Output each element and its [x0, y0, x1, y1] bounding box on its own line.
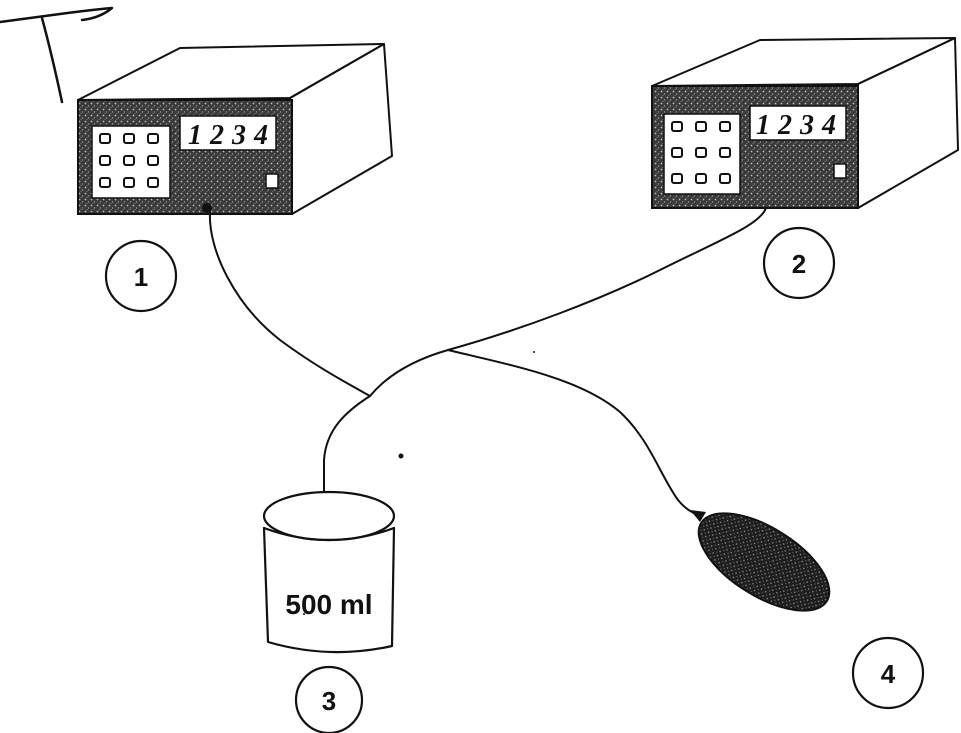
device-2-top-face	[652, 38, 955, 86]
callout-2-label: 2	[792, 249, 806, 279]
callout-4: 4	[853, 638, 923, 708]
container: 500 ml	[264, 492, 394, 652]
callout-3-label: 3	[322, 686, 336, 716]
tube-probe	[448, 350, 702, 516]
probe	[683, 494, 845, 630]
tubing	[210, 208, 766, 615]
device-2-digit: 2	[777, 110, 792, 141]
callout-1-label: 1	[134, 262, 148, 292]
device-1-digit: 3	[231, 120, 246, 151]
tube-device-2	[448, 208, 766, 350]
tube-container	[324, 396, 370, 494]
callout-1: 1	[106, 241, 176, 311]
device-1-digit: 2	[209, 120, 224, 151]
device-1-top-face	[78, 44, 384, 100]
tube-junction	[370, 350, 448, 396]
callout-4-label: 4	[881, 659, 896, 689]
stray-dot	[399, 454, 404, 459]
device-1: 1 2 3 4	[78, 44, 392, 214]
device-2-side-face	[858, 38, 958, 208]
tube-device-1	[210, 212, 370, 396]
callout-2: 2	[764, 228, 834, 298]
device-1-side-face	[290, 44, 392, 214]
device-2-digit: 4	[821, 110, 836, 141]
container-top	[264, 492, 394, 540]
corner-scribble	[0, 8, 112, 102]
device-2-keypad	[664, 114, 740, 194]
stray-dot	[533, 351, 535, 353]
container-volume-label: 500 ml	[285, 589, 372, 620]
device-2-indicator	[834, 164, 846, 178]
device-1-digit: 4	[253, 120, 268, 151]
probe-body	[683, 494, 845, 630]
device-1-indicator	[266, 174, 278, 188]
device-2: 1 2 3 4	[652, 38, 958, 208]
device-1-digit: 1	[188, 120, 202, 151]
device-2-digit: 1	[756, 110, 770, 141]
device-1-keypad	[92, 126, 170, 198]
device-2-digit: 3	[799, 110, 814, 141]
callout-3: 3	[296, 667, 362, 733]
